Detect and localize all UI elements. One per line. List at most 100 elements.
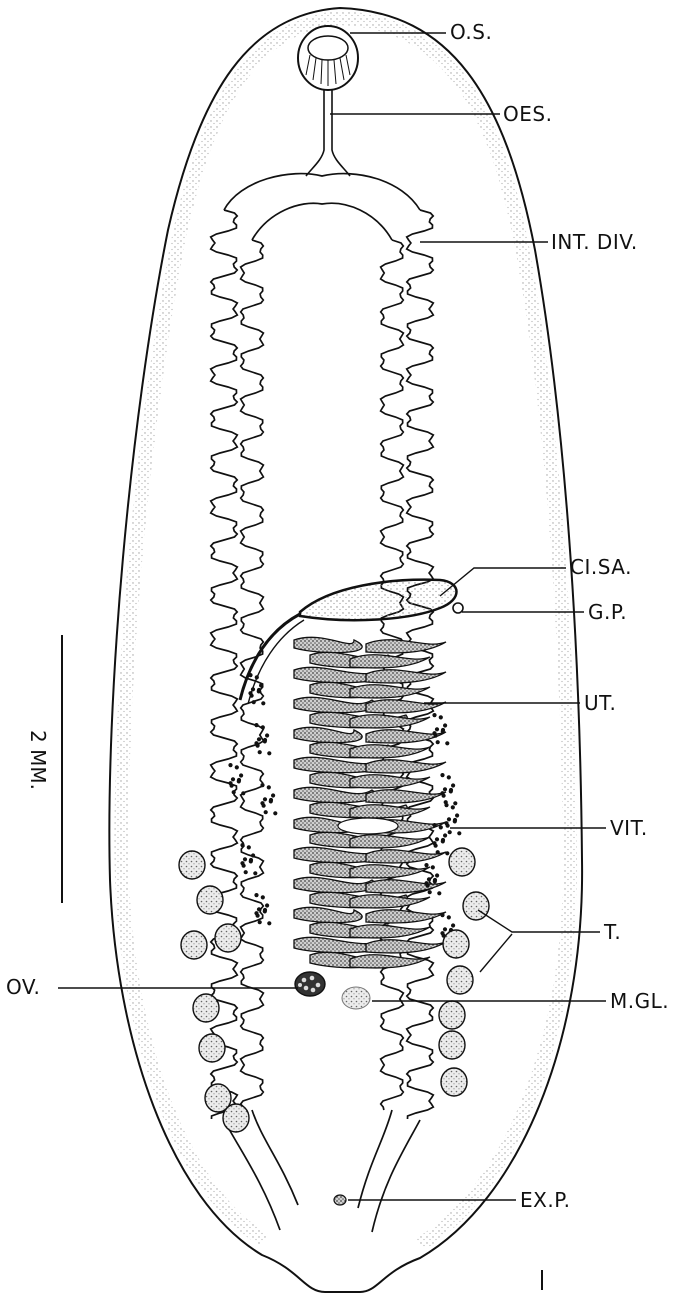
vitelline-follicle	[258, 920, 262, 924]
vitelline-follicle	[432, 731, 436, 735]
vitelline-follicle	[258, 750, 262, 754]
vitelline-follicle	[453, 819, 457, 823]
vitelline-follicle	[431, 865, 435, 869]
label-intestinal-diverticula: INT. DIV.	[551, 232, 638, 252]
testis	[463, 892, 489, 920]
vitelline-follicle	[259, 683, 263, 687]
vitelline-follicle	[263, 909, 267, 913]
ovary	[295, 972, 325, 996]
vitelline-follicle	[261, 701, 265, 705]
vitelline-follicle	[433, 879, 437, 883]
vitelline-follicle	[448, 830, 452, 834]
vitelline-follicle	[451, 805, 455, 809]
vitelline-follicle	[243, 857, 247, 861]
mehlis-gland	[342, 987, 370, 1009]
vitelline-follicle	[248, 673, 252, 677]
vitelline-follicle	[271, 793, 275, 797]
vitelline-follicle	[424, 881, 428, 885]
label-vitellaria: VIT.	[610, 818, 648, 838]
vitelline-follicle	[449, 789, 453, 793]
excretory-pore	[334, 1195, 346, 1205]
testis	[441, 1068, 467, 1096]
vitelline-follicle	[439, 825, 443, 829]
testis	[449, 848, 475, 876]
vitelline-follicle	[445, 741, 449, 745]
vitelline-follicle	[432, 823, 436, 827]
vitelline-follicle	[257, 907, 261, 911]
testis	[215, 924, 241, 952]
vitelline-follicle	[443, 723, 447, 727]
testis	[439, 1001, 465, 1029]
vitelline-follicle	[443, 787, 447, 791]
vitelline-follicle	[263, 797, 267, 801]
vitelline-follicle	[427, 877, 431, 881]
vitelline-follicle	[439, 715, 443, 719]
vitelline-follicle	[251, 687, 255, 691]
vitelline-follicle	[228, 781, 232, 785]
vitelline-follicle	[254, 911, 258, 915]
vitelline-follicle	[232, 790, 236, 794]
label-excretory-pore: EX.P.	[520, 1190, 571, 1210]
testis	[447, 966, 473, 994]
testis	[179, 851, 205, 879]
label-genital-pore: G.P.	[588, 602, 627, 622]
vitelline-follicle	[264, 810, 268, 814]
vitelline-follicle	[457, 831, 461, 835]
uterus-lumen	[338, 818, 398, 834]
vitelline-follicle	[443, 927, 447, 931]
vitelline-follicle	[260, 801, 264, 805]
vitelline-follicle	[435, 837, 439, 841]
vitelline-follicle	[273, 811, 277, 815]
vitelline-follicle	[265, 903, 269, 907]
vitelline-follicle	[424, 863, 428, 867]
vitelline-follicle	[240, 861, 244, 865]
vitelline-follicle	[444, 821, 448, 825]
vitelline-follicle	[437, 891, 441, 895]
vitelline-follicle	[249, 859, 253, 863]
label-cirrus-sac: CI.SA.	[570, 557, 632, 577]
vitelline-follicle	[239, 773, 243, 777]
vitelline-follicle	[251, 853, 255, 857]
vitelline-follicle	[443, 833, 447, 837]
testis	[199, 1034, 225, 1062]
vitelline-follicle	[255, 675, 259, 679]
label-mehlis-gland: M.GL.	[610, 991, 669, 1011]
scale-bar-label: 2 MM.	[26, 730, 50, 790]
vitelline-follicle	[261, 895, 265, 899]
vitelline-follicle	[261, 725, 265, 729]
vitelline-follicle	[435, 727, 439, 731]
vitelline-follicle	[447, 817, 451, 821]
vitelline-follicle	[441, 729, 445, 733]
label-ovary: OV.	[6, 977, 40, 997]
testis	[193, 994, 219, 1022]
vitelline-follicle	[440, 913, 444, 917]
testis	[443, 930, 469, 958]
vitelline-follicle	[241, 791, 245, 795]
vitelline-follicle	[265, 733, 269, 737]
vitelline-follicle	[451, 783, 455, 787]
oral-sucker	[298, 26, 358, 90]
vitelline-follicle	[432, 841, 436, 845]
testis	[181, 931, 207, 959]
vitelline-follicle	[435, 873, 439, 877]
vitelline-follicle	[254, 741, 258, 745]
vitelline-follicle	[444, 803, 448, 807]
vitelline-follicle	[235, 765, 239, 769]
vitelline-follicle	[428, 890, 432, 894]
vitelline-follicle	[445, 851, 449, 855]
vitelline-follicle	[267, 751, 271, 755]
vitelline-follicle	[260, 783, 264, 787]
vitelline-follicle	[240, 843, 244, 847]
vitelline-follicle	[237, 779, 241, 783]
vitelline-follicle	[453, 801, 457, 805]
label-oral-sucker: O.S.	[450, 22, 492, 42]
vitelline-follicle	[247, 845, 251, 849]
vitelline-follicle	[248, 691, 252, 695]
vitelline-follicle	[436, 850, 440, 854]
vitelline-follicle	[244, 870, 248, 874]
vitelline-follicle	[254, 893, 258, 897]
vitelline-follicle	[269, 799, 273, 803]
testis	[197, 886, 223, 914]
genital-pore	[453, 603, 463, 613]
